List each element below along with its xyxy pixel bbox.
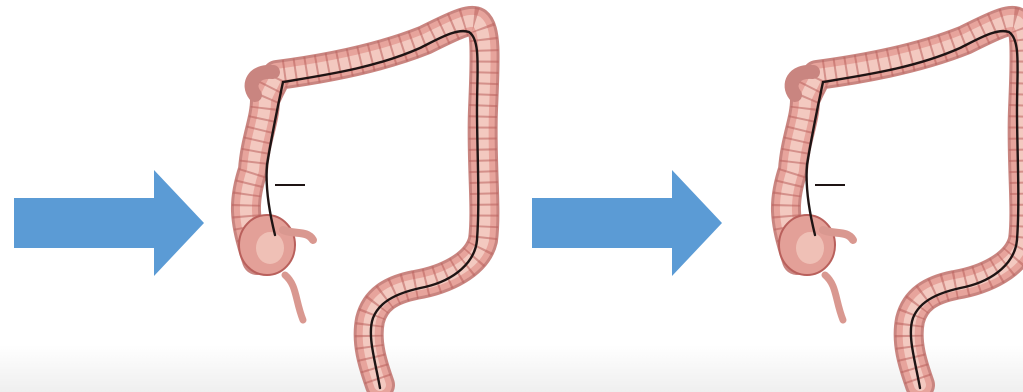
colon-diagram-2 bbox=[779, 21, 1023, 388]
colon-diagram-1 bbox=[239, 21, 485, 388]
arrow-1 bbox=[14, 170, 204, 276]
arrow-2 bbox=[532, 170, 722, 276]
